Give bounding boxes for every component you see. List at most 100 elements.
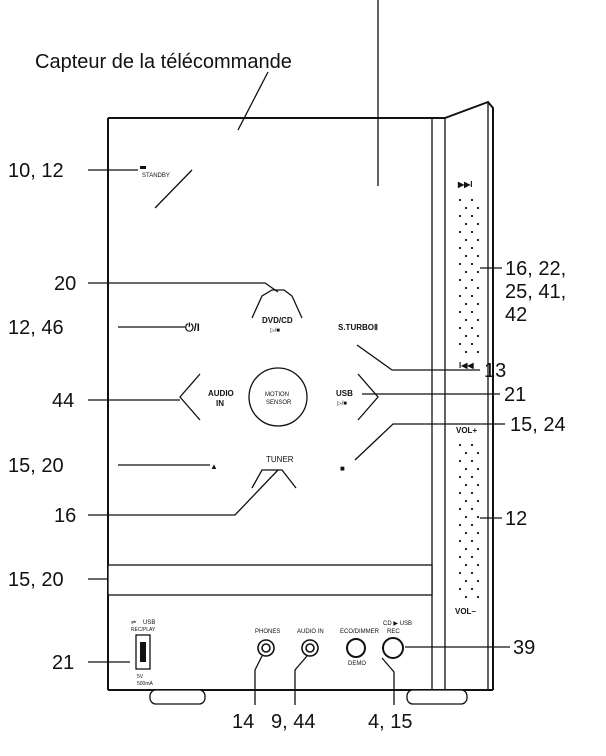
grille-dot (470, 278, 474, 282)
grille-dot (476, 499, 480, 503)
grille-dot (476, 222, 480, 226)
grille-dot (458, 198, 462, 202)
usb-port-symbol: ⇌ (131, 619, 136, 626)
usb-button[interactable]: USB (336, 389, 353, 398)
grille-dot (476, 595, 480, 599)
grille-dot (476, 467, 480, 471)
grille-dot (458, 246, 462, 250)
grille-dot (464, 302, 468, 306)
pointer-phones (254, 655, 263, 705)
callout-15-20-eject: 15, 20 (8, 455, 64, 477)
callout-12-volume: 12 (505, 508, 527, 530)
callout-10-12: 10, 12 (8, 160, 64, 182)
next-button[interactable]: ▶▶I (457, 180, 473, 189)
audio-in-button-outline[interactable] (179, 373, 201, 421)
grille-dot (476, 563, 480, 567)
grille-dot (458, 278, 462, 282)
callout-16-tuner: 16 (54, 505, 76, 527)
grille-dot (464, 334, 468, 338)
grille-dot (470, 230, 474, 234)
audio-in-button[interactable]: AUDIO (208, 389, 234, 398)
grille-dot (458, 443, 462, 447)
callouts: Capteur de la télécommande 10, 12 20 12,… (8, 51, 566, 733)
pointer-stop (354, 423, 505, 461)
pointer-sturbo (356, 344, 480, 371)
usb-button-outline[interactable] (357, 373, 379, 421)
callout-21-usb: 21 (504, 384, 526, 406)
eco-dimmer-button[interactable] (346, 638, 366, 658)
rec-label: REC (387, 629, 400, 635)
grille-dot (458, 555, 462, 559)
cd-usb-label: CD ▶ USB (383, 621, 412, 627)
grille-dot (458, 523, 462, 527)
grille-dot (470, 539, 474, 543)
grille-dot (476, 238, 480, 242)
grille-dot (470, 507, 474, 511)
motion-label: MOTION (265, 392, 289, 398)
pointer-lines (88, 0, 510, 705)
grille-dot (470, 443, 474, 447)
device-body (107, 100, 494, 705)
grille-dot (476, 270, 480, 274)
grille-dot (470, 491, 474, 495)
eject-button[interactable]: ▲ (210, 462, 218, 471)
pointer-dvd (88, 282, 279, 293)
rec-button[interactable] (382, 637, 404, 659)
pointer-sensor-lower (154, 169, 193, 209)
grille-dot (476, 451, 480, 455)
pointer-eco (381, 657, 395, 705)
grille-dot (464, 499, 468, 503)
grille-dot (476, 547, 480, 551)
dvd-cd-button-outline[interactable] (251, 289, 303, 319)
grille-dot (470, 571, 474, 575)
grille-dot (470, 262, 474, 266)
standby-led (140, 166, 146, 169)
s-turbo-button[interactable]: S.TURBOⅡ (338, 323, 378, 332)
callout-13: 13 (484, 360, 506, 382)
grille-dot (464, 515, 468, 519)
callout-21-port: 21 (52, 652, 74, 674)
dvd-play-stop-label: ▷/■ (270, 328, 280, 334)
callout-15-24: 15, 24 (510, 414, 566, 436)
grille-dot (458, 459, 462, 463)
current-label: 500mA (137, 681, 154, 687)
stop-button[interactable]: ■ (340, 464, 345, 473)
sensor-label: SENSOR (266, 400, 292, 406)
rec-play-label: REC/PLAY (131, 627, 156, 633)
demo-label: DEMO (348, 661, 366, 667)
tuner-button[interactable]: TUNER (266, 455, 294, 464)
speaker-grille (458, 198, 480, 599)
grille-dot (476, 254, 480, 258)
grille-dot (464, 483, 468, 487)
callout-20-dvd: 20 (54, 273, 76, 295)
grille-dot (470, 555, 474, 559)
grille-dot (458, 571, 462, 575)
callout-15-20-slot: 15, 20 (8, 569, 64, 591)
grille-dot (458, 294, 462, 298)
grille-dot (464, 206, 468, 210)
grille-dot (476, 286, 480, 290)
grille-dot (464, 270, 468, 274)
grille-dot (458, 539, 462, 543)
pointer-tuner (88, 469, 279, 516)
grille-dot (458, 214, 462, 218)
vol-minus-button[interactable]: VOL– (455, 607, 476, 616)
prev-button[interactable]: I◀◀ (459, 361, 474, 370)
dvd-cd-button[interactable]: DVD/CD (262, 316, 293, 325)
grille-dot (470, 523, 474, 527)
grille-dot (476, 302, 480, 306)
grille-dot (470, 310, 474, 314)
grille-dot (470, 342, 474, 346)
callout-25-41: 25, 41, (505, 281, 566, 303)
tuner-button-outline[interactable] (251, 469, 297, 489)
grille-dot (464, 286, 468, 290)
vol-plus-button[interactable]: VOL+ (456, 426, 477, 435)
grille-dot (470, 459, 474, 463)
grille-dot (476, 483, 480, 487)
grille-dot (464, 563, 468, 567)
power-button[interactable]: ⏻/I (185, 321, 200, 334)
grille-dot (464, 350, 468, 354)
motion-sensor (248, 367, 308, 427)
callout-9-44: 9, 44 (271, 711, 315, 733)
